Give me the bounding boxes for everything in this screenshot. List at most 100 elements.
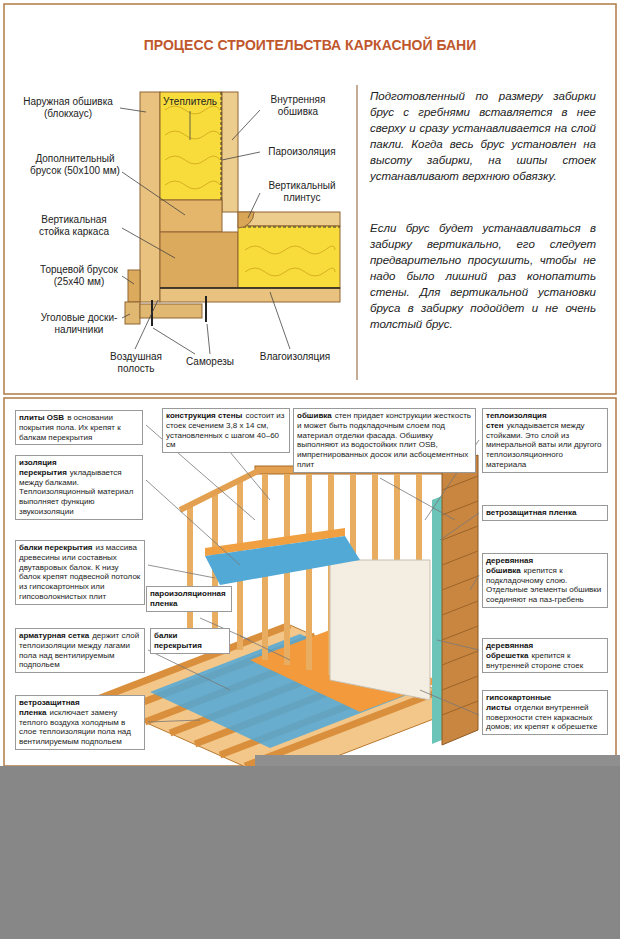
grey-band <box>0 755 620 939</box>
callout-heading: ветрозащитная пленка <box>486 508 576 517</box>
frame-house-illustration <box>442 551 478 565</box>
leader-line <box>222 152 260 160</box>
leader-line <box>248 193 260 218</box>
note-paragraph: Подготовленный по размеру забирки брус с… <box>370 88 596 184</box>
leader-line <box>135 300 158 349</box>
leader-line <box>437 640 479 650</box>
callout-heading: арматурная сетка <box>19 631 89 640</box>
leader-line <box>420 690 479 715</box>
wall-section <box>140 92 160 302</box>
leader-line <box>120 108 290 354</box>
frame <box>4 4 616 766</box>
callout-box: гипсокартонные листыотделки внутренней п… <box>482 690 608 735</box>
grey-band <box>0 766 620 939</box>
leader-line <box>148 565 215 578</box>
frame-house-illustration <box>442 576 478 590</box>
wall-section <box>165 106 220 189</box>
leader-line <box>122 314 130 318</box>
frame-house-illustration <box>442 476 478 490</box>
part-label: Дополнительный брусок (50х100 мм) <box>30 153 120 177</box>
callout-box: конструкция стенысостоит из стоек сечени… <box>162 408 290 453</box>
frame-house-illustration <box>442 651 478 665</box>
frame-house-illustration <box>205 536 360 585</box>
callout-heading: плиты OSB <box>19 413 64 422</box>
part-label: Воздушная полость <box>103 351 169 375</box>
callout-heading: изоляция перекрытия <box>19 458 67 477</box>
frame-house-illustration <box>442 526 478 540</box>
callout-box: арматурная сеткадержит слой теплоизоляци… <box>15 628 145 673</box>
callout-box: деревянная обшивкакрепится к подкладочно… <box>482 553 608 608</box>
callout-box: балки перекрытия <box>150 628 230 654</box>
wall-section <box>125 302 140 324</box>
wall-section <box>160 288 340 302</box>
callout-heading: обшивка <box>297 411 332 420</box>
leader-line <box>270 292 290 349</box>
callout-box: пароизоляционная пленка <box>146 586 232 612</box>
frame <box>4 398 616 766</box>
page-title: ПРОЦЕСС СТРОИТЕЛЬСТВА КАРКАСНОЙ БАНИ <box>0 37 620 53</box>
callout-heading: балки перекрытия <box>154 631 202 650</box>
callout-box: теплоизоляция стенукладывается между сто… <box>482 408 608 473</box>
leader-line <box>190 111 191 140</box>
leader-line <box>240 636 290 660</box>
leader-line <box>148 650 230 690</box>
frame-house-illustration <box>442 676 478 690</box>
part-label: Уголовые доски-наличники <box>38 312 120 336</box>
leader-line <box>146 480 240 565</box>
callout-box: балки перекрытияиз массива древесины или… <box>15 540 145 605</box>
frame-house-illustration <box>442 701 478 715</box>
callout-box: ветрозащитная пленка <box>482 505 608 521</box>
wall-section <box>128 270 140 302</box>
wall-section <box>238 226 340 288</box>
wall-section <box>160 232 238 288</box>
part-label: Внутренняя обшивка <box>262 94 334 118</box>
callout-heading: балки перекрытия <box>19 543 92 552</box>
callout-box: изоляция перекрытияукладывается между ба… <box>15 455 143 520</box>
leader-line <box>122 228 175 258</box>
callout-box: плиты OSBв основании покрытия пола. Их к… <box>15 410 143 445</box>
part-label: Пароизоляция <box>262 146 342 158</box>
frame-house-illustration <box>330 560 430 700</box>
wall-section <box>160 92 222 200</box>
leader-line <box>232 110 260 140</box>
callout-box: деревянная обрешеткакрепится к внутренне… <box>482 638 608 673</box>
part-label: Вертикальный плинтус <box>262 180 342 204</box>
frame-house-illustration <box>442 626 478 640</box>
leader-line <box>120 108 146 112</box>
leader-line <box>470 575 479 590</box>
wall-section <box>245 246 335 276</box>
leader-line <box>148 720 200 722</box>
frame-house-illustration <box>306 474 312 670</box>
leader-line <box>380 478 455 520</box>
frame-house-illustration <box>442 601 478 615</box>
leader-line <box>122 172 185 215</box>
part-label: Утеплитель <box>155 96 225 108</box>
frame-house-illustration <box>442 476 478 715</box>
leader-line <box>230 452 270 500</box>
part-label: Саморезы <box>178 356 242 368</box>
leader-line <box>122 276 134 284</box>
wall-section <box>205 296 207 322</box>
wall-section <box>140 304 202 318</box>
wall-section <box>238 212 254 228</box>
callout-box: ветрозащитная пленкаисключает замену теп… <box>15 695 145 750</box>
callout-heading: деревянная обрешетка <box>486 641 533 660</box>
part-label: Вертикальная стойка каркаса <box>28 214 120 238</box>
frame-house-illustration <box>432 496 442 744</box>
note-paragraph: Если брус будет устанавливаться в забирк… <box>370 220 596 332</box>
wall-section <box>221 92 222 200</box>
wall-section <box>160 287 340 289</box>
part-label: Влагоизоляция <box>253 351 337 363</box>
part-label: Наружная обшивка (блокхаус) <box>18 96 118 120</box>
callout-heading: конструкция стены <box>166 411 242 420</box>
callout-heading: пароизоляционная пленка <box>150 589 226 608</box>
leader-line <box>153 328 195 354</box>
wall-section <box>125 92 340 326</box>
callout-box: обшивкастен придает конструкции жесткост… <box>293 408 476 473</box>
frame <box>4 4 616 394</box>
leader-line <box>207 324 210 354</box>
wall-section <box>238 227 340 228</box>
leader-line <box>440 513 479 540</box>
wall-section <box>222 92 238 212</box>
